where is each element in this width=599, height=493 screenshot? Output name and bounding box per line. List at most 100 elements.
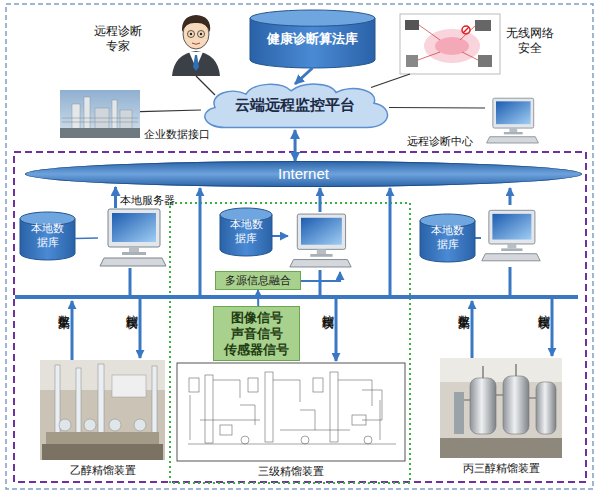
layout-arrow-part [71,301,74,360]
database-cylinder: 本地数据库 [420,214,475,262]
glycerol-device-photo-part [503,376,529,434]
node-label: 远程诊断专家 [93,24,143,54]
wireless-security-picture-part [424,29,480,63]
process-box: 多源信息融合 [215,271,301,290]
layout-arrow-part [15,295,578,299]
layout-arrow-part [129,268,132,295]
enterprise-factory-picture [60,90,140,138]
three-stage-schematic-part [352,415,366,425]
glycerol-device-photo-part [440,358,562,458]
expert-avatar-part [193,55,199,71]
expert-avatar-part [182,15,210,32]
three-stage-schematic-part [265,372,273,442]
expert-avatar-part [192,43,200,44]
node-label: 企业数据接口 [144,128,210,142]
ethanol-device-photo-part [152,366,157,435]
glycerol-device-photo-part [440,438,562,458]
glycerol-device-photo-part [454,392,464,434]
wireless-security-picture-part [400,14,500,74]
server-node: 本地服务器 [98,208,168,268]
wireless-security-picture-part [462,26,470,34]
connector [75,237,98,239]
computer-icon-part [290,214,351,267]
expert-avatar-part [198,31,205,38]
wireless-security-picture-part [418,25,478,60]
glycerol-device-photo-part [464,364,536,400]
connector [140,110,201,112]
three-stage-schematic [177,363,405,461]
ethanol-device-photo-part [84,419,96,431]
signal-label: 控制模块 [320,305,335,309]
three-stage-schematic-part [364,436,372,444]
layout-arrow-part [272,235,288,237]
expert-avatar-part [172,51,220,76]
node-label: 乙醇精馏装置 [40,464,165,478]
glycerol-device-photo-part [470,378,496,434]
device-photo: 乙醇精馏装置 [40,360,165,460]
wireless-security-picture-part [478,55,492,67]
ethanol-device-photo-part [40,360,165,460]
outer-dashed-border [6,4,593,489]
ethanol-device-photo-part [42,444,163,460]
three-stage-schematic-part [220,425,232,435]
node-label: Internet [278,165,329,184]
enterprise-factory-picture-part [120,110,132,130]
node-label: 图像信号 声音信号 传感器信号 [217,310,297,358]
wireless-security-picture-part [405,20,419,30]
enterprise-node: 企业数据接口 [60,90,140,138]
cylinder-outline-part [420,221,475,262]
three-stage-schematic-part [177,363,405,461]
node-label: 本地服务器 [120,194,175,207]
layout-arrow [15,188,578,361]
glycerol-device-photo [440,358,562,458]
connector [389,107,485,109]
ethanol-device-photo-part [59,419,71,431]
layout-arrow-part [389,188,392,295]
database-cylinder: 本地数据库 [20,212,75,260]
node-label: 本地数据库 [228,218,264,246]
layout-arrow-part [319,188,322,212]
computer-icon-part [487,98,539,143]
device-schematic: 三级精馏装置 [177,363,405,461]
ethanol-device-photo [40,360,165,460]
enterprise-factory-picture-part [60,128,140,138]
cloud-platform: 云端远程监控平台 [195,80,395,130]
signal-label: 数据采集 [456,305,471,309]
three-stage-schematic-part [205,375,213,443]
ethanol-device-photo-part [134,419,146,431]
internet-band: Internet [25,161,582,187]
three-stage-schematic-part [301,436,309,444]
glycerol-device-photo-part [440,358,562,382]
cylinder-outline-part [220,215,272,256]
computer-icon-part [482,210,540,260]
center-node: 远程诊断中心 [485,95,540,147]
local-dashed-border [14,152,586,482]
layout-arrow-part [509,267,512,295]
wireless-node: 无线网络安全 [400,14,500,74]
signal-label: 数据采集 [56,305,71,309]
connector [294,130,297,161]
enterprise-factory-picture-part [84,97,90,130]
enterprise-factory-picture-part [72,104,80,130]
three-stage-schematic-part [188,380,396,444]
wireless-security-picture-part [406,55,418,67]
connector [371,74,410,88]
enterprise-factory-picture-part [112,100,117,130]
wireless-security-picture-part [475,20,491,31]
layout-arrow-part [301,272,340,281]
expert-avatar-part [190,33,192,35]
green-dotted-border [170,203,410,483]
node-label: 云端远程监控平台 [205,96,385,115]
layout-arrow-part [471,301,474,358]
ethanol-device-photo-part [76,368,81,435]
node-label: 远程诊断中心 [407,135,473,149]
connector [196,76,215,95]
glycerol-device-photo-part [536,382,556,434]
cloud-outline-part [205,84,388,127]
cylinder-outline-part [250,10,375,26]
connector [114,187,117,208]
node-label: 健康诊断算法库 [258,31,368,47]
